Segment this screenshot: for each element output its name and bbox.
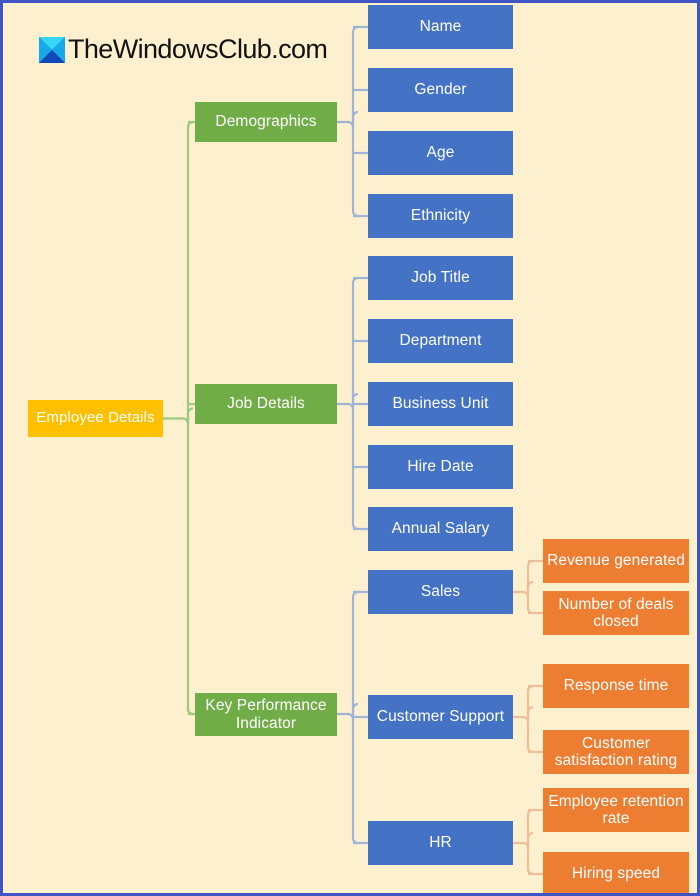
watermark-text: TheWindowsClub.com bbox=[68, 34, 328, 64]
node-leaf-response-time[interactable]: Response time bbox=[543, 664, 689, 708]
node-leaf-name[interactable]: Name bbox=[368, 5, 513, 49]
watermark-brand: TheWindowsClub.com bbox=[39, 34, 328, 65]
node-branch-customer-support[interactable]: Customer Support bbox=[368, 695, 513, 739]
node-branch-sales[interactable]: Sales bbox=[368, 570, 513, 614]
node-leaf-ethnicity[interactable]: Ethnicity bbox=[368, 194, 513, 238]
node-leaf-hiring-speed[interactable]: Hiring speed bbox=[543, 852, 689, 893]
node-leaf-revenue-generated[interactable]: Revenue generated bbox=[543, 539, 689, 583]
node-leaf-customer-satisfaction-rating[interactable]: Customer satisfaction rating bbox=[543, 730, 689, 774]
node-leaf-department[interactable]: Department bbox=[368, 319, 513, 363]
windows-club-logo-icon bbox=[39, 36, 65, 63]
node-leaf-annual-salary[interactable]: Annual Salary bbox=[368, 507, 513, 551]
node-leaf-job-title[interactable]: Job Title bbox=[368, 256, 513, 300]
node-root-employee-details[interactable]: Employee Details bbox=[28, 400, 163, 437]
node-leaf-gender[interactable]: Gender bbox=[368, 68, 513, 112]
node-leaf-number-of-deals-closed[interactable]: Number of deals closed bbox=[543, 591, 689, 635]
node-branch-demographics[interactable]: Demographics bbox=[195, 102, 337, 142]
node-leaf-employee-retention-rate[interactable]: Employee retention rate bbox=[543, 788, 689, 832]
node-leaf-hire-date[interactable]: Hire Date bbox=[368, 445, 513, 489]
node-branch-hr[interactable]: HR bbox=[368, 821, 513, 865]
node-leaf-business-unit[interactable]: Business Unit bbox=[368, 382, 513, 426]
node-branch-key-performance-indicator[interactable]: Key Performance Indicator bbox=[195, 693, 337, 736]
node-branch-job-details[interactable]: Job Details bbox=[195, 384, 337, 424]
node-leaf-age[interactable]: Age bbox=[368, 131, 513, 175]
